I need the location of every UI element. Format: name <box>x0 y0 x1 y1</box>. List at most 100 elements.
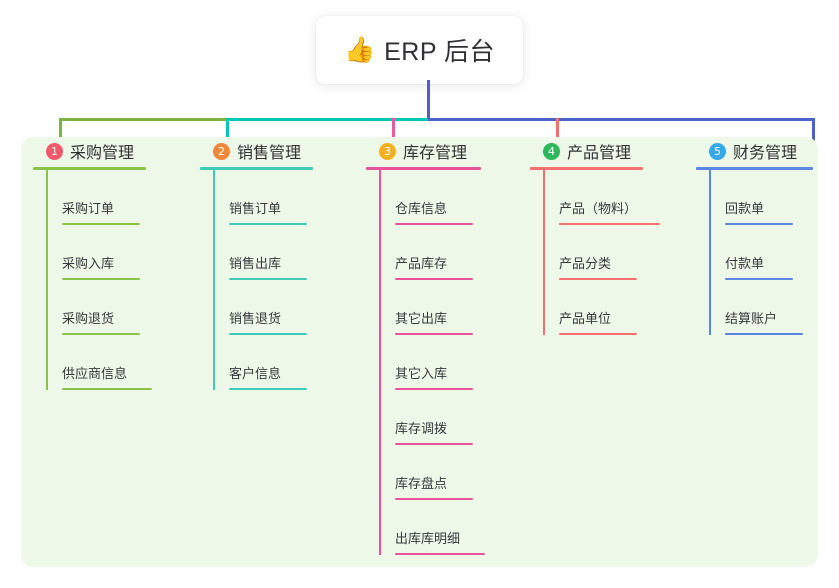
branch-item-underline <box>395 388 473 390</box>
connector-bar-green <box>59 118 226 121</box>
branch-item[interactable]: 库存盘点 <box>366 445 485 500</box>
branch-item[interactable]: 客户信息 <box>200 335 313 390</box>
branch-number-badge: 4 <box>543 142 560 160</box>
branch-item[interactable]: 产品单位 <box>530 280 660 335</box>
branch-item-underline <box>395 333 473 335</box>
branch-item-label: 其它入库 <box>395 366 448 382</box>
branch-item[interactable]: 产品分类 <box>530 225 660 280</box>
branch-item-underline <box>229 388 307 390</box>
branch-item[interactable]: 产品库存 <box>366 225 485 280</box>
branch-item-label: 产品单位 <box>559 311 612 327</box>
branch-number-badge: 1 <box>46 142 63 160</box>
branch-header-5[interactable]: 5 财务管理 <box>696 137 813 165</box>
branch-header-3[interactable]: 3 库存管理 <box>366 137 485 165</box>
branch-item[interactable]: 其它入库 <box>366 335 485 390</box>
branch-title: 财务管理 <box>733 145 798 162</box>
branch-items: 产品（物料） 产品分类产品单位 <box>530 170 660 335</box>
branch-item[interactable]: 其它出库 <box>366 280 485 335</box>
branch-item[interactable]: 采购订单 <box>33 170 152 225</box>
branch-spine <box>46 170 48 390</box>
branch-item[interactable]: 结算账户 <box>696 280 813 335</box>
branch-item[interactable]: 付款单 <box>696 225 813 280</box>
branch-item[interactable]: 产品（物料） <box>530 170 660 225</box>
root-node-card[interactable]: 👍 ERP 后台 <box>316 16 523 84</box>
branch-header-1[interactable]: 1 采购管理 <box>33 137 152 165</box>
branch-item-label: 客户信息 <box>229 366 282 382</box>
connector-drop-2 <box>226 118 229 148</box>
branch-header-2[interactable]: 2 销售管理 <box>200 137 313 165</box>
branch-item-underline <box>62 333 140 335</box>
branch-item-underline <box>725 333 803 335</box>
branch-item-underline <box>62 278 140 280</box>
branch-title: 销售管理 <box>237 145 302 162</box>
branch-item-label: 其它出库 <box>395 311 448 327</box>
branch-underline <box>530 167 643 170</box>
branch-item-label: 库存盘点 <box>395 476 448 492</box>
branch-item[interactable]: 库存调拨 <box>366 390 485 445</box>
branch-item-label: 供应商信息 <box>62 366 128 382</box>
branch-item-underline <box>395 498 473 500</box>
branch-item[interactable]: 销售退货 <box>200 280 313 335</box>
branch-item[interactable]: 出库库明细 <box>366 500 485 555</box>
branch-item-underline <box>395 443 473 445</box>
branch-item-label: 仓库信息 <box>395 201 448 217</box>
branch-item[interactable]: 销售出库 <box>200 225 313 280</box>
thumbs-up-icon: 👍 <box>343 35 376 64</box>
branch-item-underline <box>229 223 307 225</box>
connector-trunk <box>427 80 430 121</box>
branch-underline <box>696 167 813 170</box>
root-node-content: 👍 ERP 后台 <box>344 32 495 68</box>
branch-panel <box>21 137 818 567</box>
connector-drop-5 <box>812 118 815 148</box>
branch-item-underline <box>395 278 473 280</box>
branch-item-underline <box>725 223 793 225</box>
connector-drop-4 <box>556 118 559 148</box>
branch-item[interactable]: 回款单 <box>696 170 813 225</box>
root-node-label: ERP 后台 <box>384 38 496 66</box>
branch-title: 采购管理 <box>70 145 135 162</box>
branch-item-label: 出库库明细 <box>395 531 461 547</box>
connector-bar-teal <box>226 118 428 121</box>
branch-column-4: 4 产品管理产品（物料） 产品分类产品单位 <box>530 137 660 335</box>
branch-spine <box>379 170 381 555</box>
branch-header-4[interactable]: 4 产品管理 <box>530 137 660 165</box>
branch-number-badge: 5 <box>709 142 726 160</box>
branch-title: 产品管理 <box>567 145 632 162</box>
branch-underline <box>33 167 146 170</box>
branch-column-3: 3 库存管理仓库信息产品库存其它出库其它入库库存调拨库存盘点出库库明细 <box>366 137 485 555</box>
branch-column-5: 5 财务管理回款单付款单结算账户 <box>696 137 813 335</box>
connector-drop-3 <box>392 118 395 148</box>
branch-item-label: 库存调拨 <box>395 421 448 437</box>
branch-item[interactable]: 仓库信息 <box>366 170 485 225</box>
branch-items: 销售订单销售出库销售退货客户信息 <box>200 170 313 390</box>
branch-spine <box>709 170 711 335</box>
branch-items: 采购订单采购入库采购退货供应商信息 <box>33 170 152 390</box>
branch-spine <box>543 170 545 335</box>
branch-item[interactable]: 供应商信息 <box>33 335 152 390</box>
branch-item-underline <box>559 223 660 225</box>
branch-item-underline <box>559 278 637 280</box>
branch-item-underline <box>395 553 485 555</box>
branch-item-underline <box>229 278 307 280</box>
branch-item-label: 销售订单 <box>229 201 282 217</box>
branch-item[interactable]: 采购入库 <box>33 225 152 280</box>
branch-underline <box>366 167 481 170</box>
branch-item-underline <box>62 223 140 225</box>
branch-title: 库存管理 <box>403 145 468 162</box>
branch-item[interactable]: 采购退货 <box>33 280 152 335</box>
branch-item-label: 采购退货 <box>62 311 115 327</box>
connector-bar-blue <box>428 118 815 121</box>
branch-item-label: 产品分类 <box>559 256 612 272</box>
branch-items: 回款单付款单结算账户 <box>696 170 813 335</box>
branch-items: 仓库信息产品库存其它出库其它入库库存调拨库存盘点出库库明细 <box>366 170 485 555</box>
branch-item-underline <box>725 278 793 280</box>
branch-item-label: 结算账户 <box>725 311 778 327</box>
branch-underline <box>200 167 313 170</box>
branch-spine <box>213 170 215 390</box>
branch-number-badge: 3 <box>379 142 396 160</box>
connector-drop-1 <box>59 118 62 148</box>
branch-item[interactable]: 销售订单 <box>200 170 313 225</box>
branch-number-badge: 2 <box>213 142 230 160</box>
branch-item-label: 付款单 <box>725 256 765 272</box>
